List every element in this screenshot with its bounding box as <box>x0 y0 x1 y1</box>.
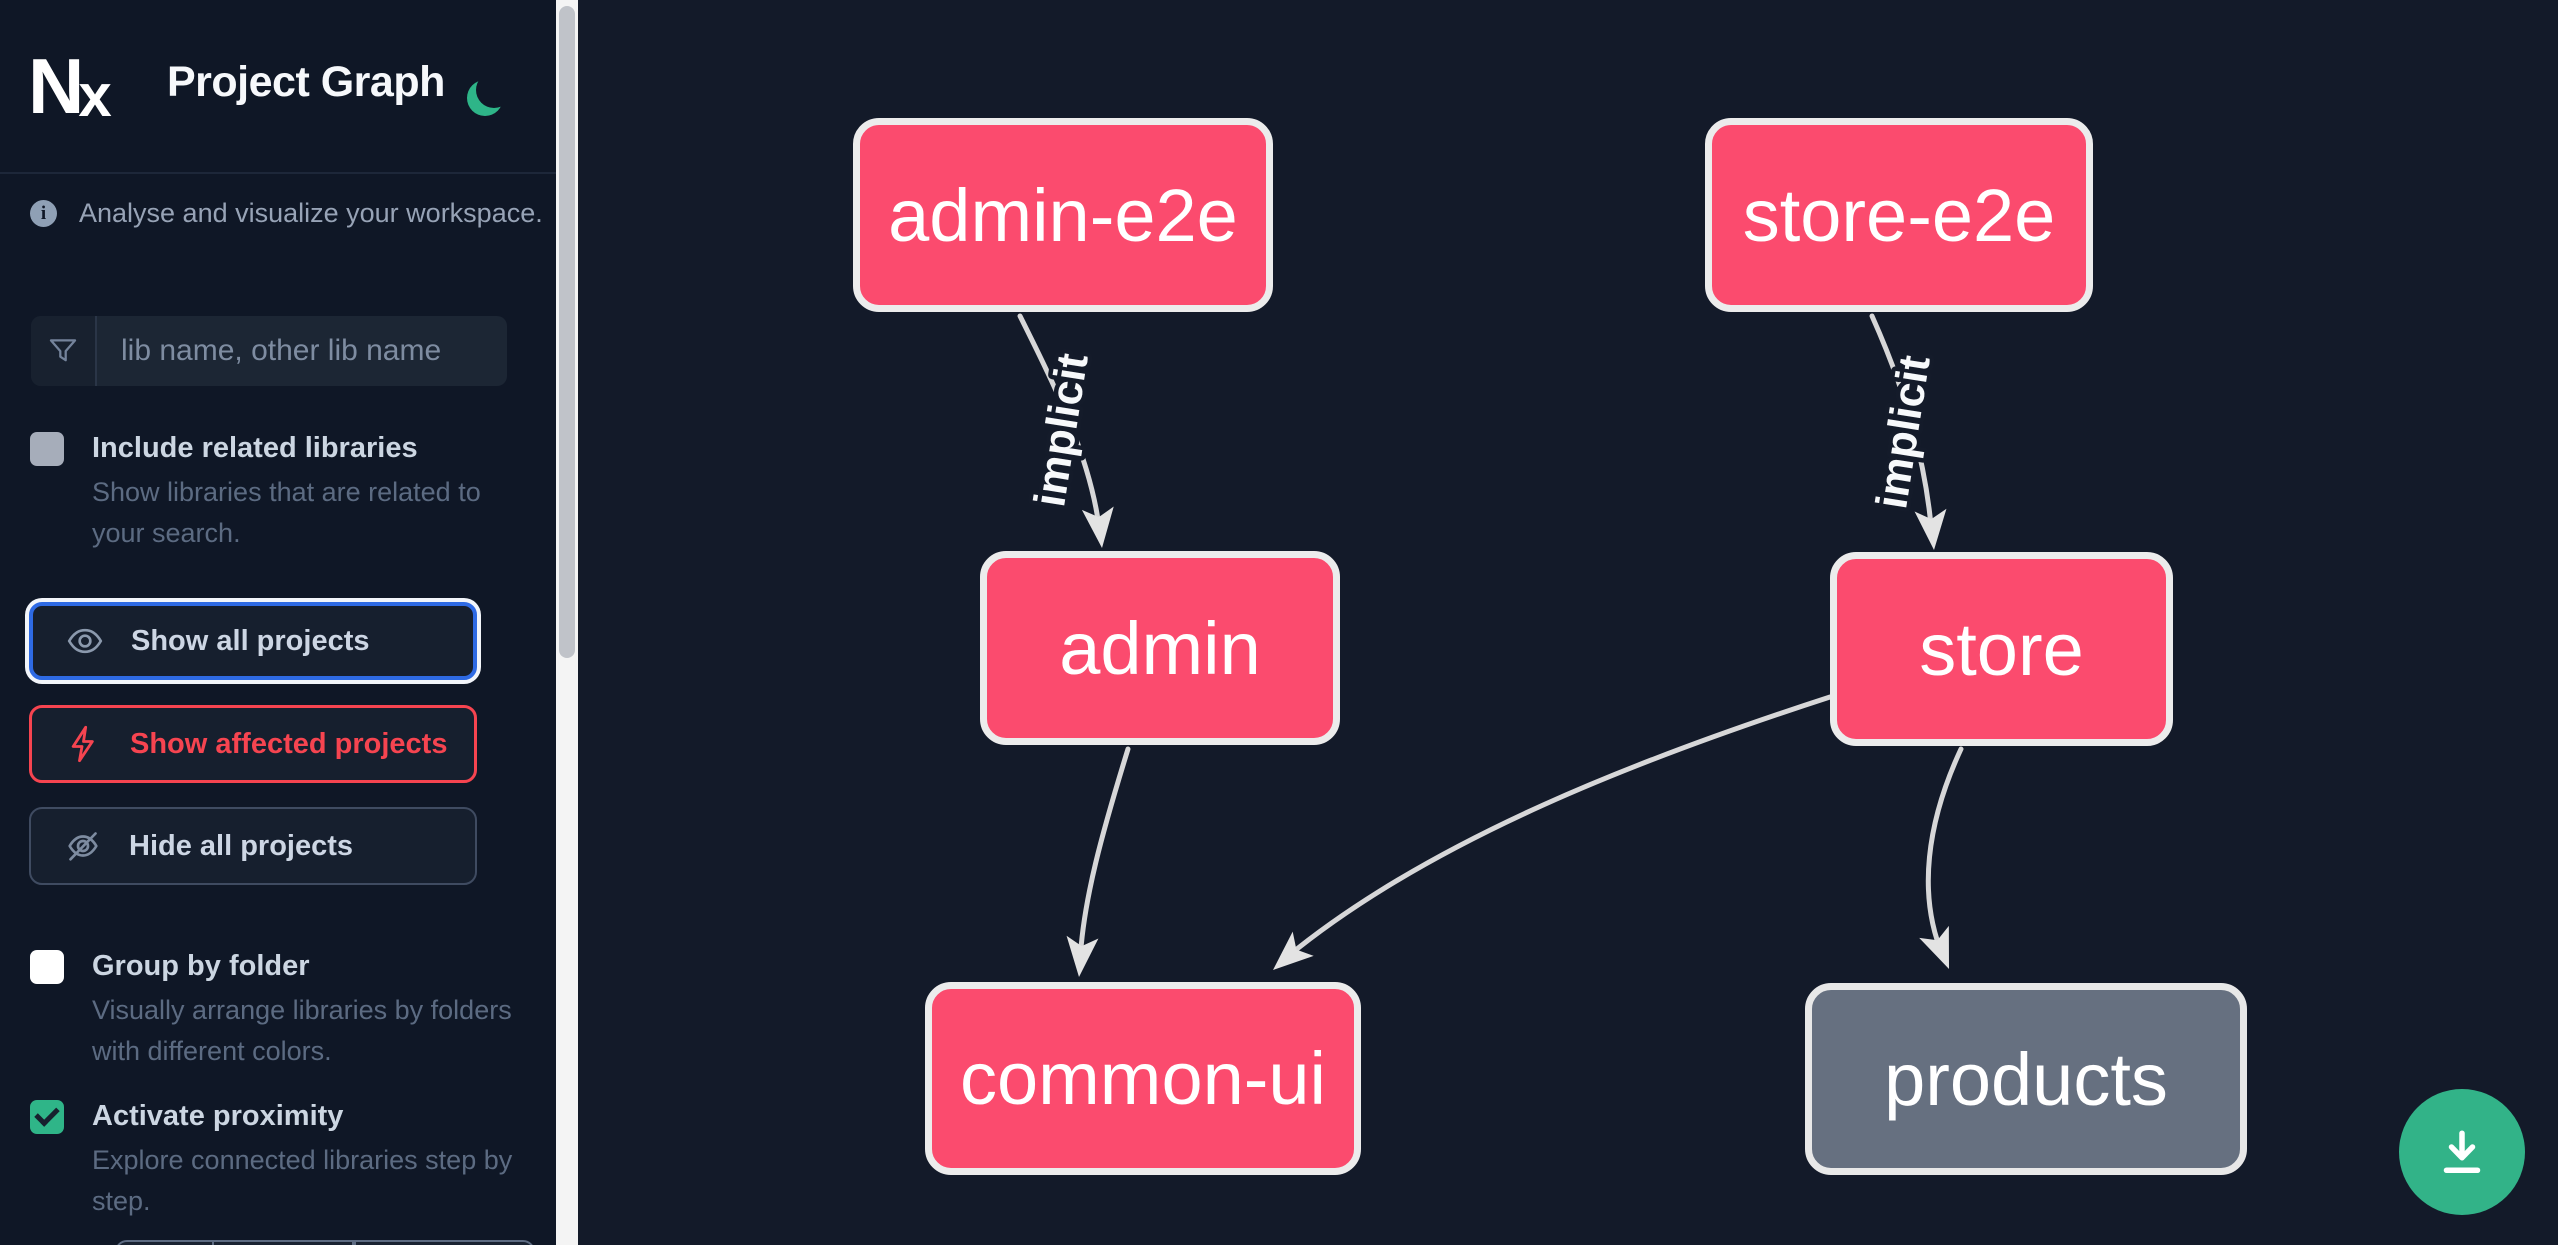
download-icon <box>2443 1130 2481 1173</box>
eye-slash-icon <box>68 832 98 861</box>
stepper-increment[interactable] <box>354 1242 356 1245</box>
eye-icon <box>67 628 103 654</box>
arrowhead <box>1081 506 1114 548</box>
arrowhead <box>1914 508 1947 550</box>
edge-store-products <box>1925 746 1964 959</box>
header-divider <box>0 172 556 174</box>
arrowhead <box>1273 931 1314 970</box>
button-label: Show affected projects <box>130 727 448 760</box>
bolt-icon <box>71 725 94 763</box>
checkbox-group-by-folder[interactable] <box>30 950 64 984</box>
info-icon: i <box>30 200 57 227</box>
download-graph-button[interactable] <box>2399 1089 2525 1215</box>
node-store-e2e[interactable]: store-e2e <box>1705 118 2093 312</box>
arrowhead <box>1919 925 1949 969</box>
node-common-ui[interactable]: common-ui <box>925 982 1361 1175</box>
sidebar-scrollbar-thumb[interactable] <box>559 6 575 658</box>
arrowhead <box>1066 935 1099 977</box>
stepper-decrement[interactable] <box>117 1242 214 1245</box>
checkbox-include-related[interactable] <box>30 432 64 466</box>
graph-canvas[interactable]: implicit implicit admin-e2e store-e2e ad… <box>578 0 2558 1245</box>
filter-icon-cell <box>31 316 97 386</box>
edge-admin-common-ui <box>1077 746 1131 965</box>
page-title: Project Graph <box>167 58 445 106</box>
search-input[interactable] <box>97 316 507 386</box>
edge-admin-e2e-admin <box>1017 313 1103 537</box>
toggle-description: Explore connected libraries step by step… <box>92 1145 513 1216</box>
tagline-text: Analyse and visualize your workspace. <box>79 198 543 228</box>
toggle-label: Activate proximity <box>92 1100 344 1132</box>
node-store[interactable]: store <box>1830 552 2173 746</box>
tagline-row: i Analyse and visualize your workspace. <box>30 198 543 229</box>
node-products[interactable]: products <box>1805 983 2247 1175</box>
node-admin-e2e[interactable]: admin-e2e <box>853 118 1273 312</box>
node-admin[interactable]: admin <box>980 551 1340 745</box>
edge-label-implicit: implicit <box>1025 350 1098 510</box>
toggle-description: Show libraries that are related to your … <box>92 477 481 548</box>
toggle-description: Visually arrange libraries by folders wi… <box>92 995 512 1066</box>
filter-input-group <box>31 316 507 386</box>
edge-store-common-ui <box>1284 694 1833 960</box>
show-affected-projects-button[interactable]: Show affected projects <box>29 705 477 783</box>
toggle-label: Include related libraries <box>92 432 418 464</box>
button-label: Hide all projects <box>129 829 354 862</box>
button-label: Show all projects <box>131 624 370 657</box>
stepper-value <box>214 1242 354 1245</box>
edge-store-e2e-store <box>1869 313 1935 539</box>
toggle-label: Group by folder <box>92 950 310 982</box>
funnel-icon <box>49 339 77 362</box>
hide-all-projects-button[interactable]: Hide all projects <box>29 807 477 885</box>
checkbox-activate-proximity[interactable] <box>30 1100 64 1134</box>
edge-label-implicit: implicit <box>1867 352 1940 512</box>
show-all-projects-button[interactable]: Show all projects <box>29 602 477 680</box>
sidebar-scrollbar-track[interactable] <box>556 0 578 1245</box>
